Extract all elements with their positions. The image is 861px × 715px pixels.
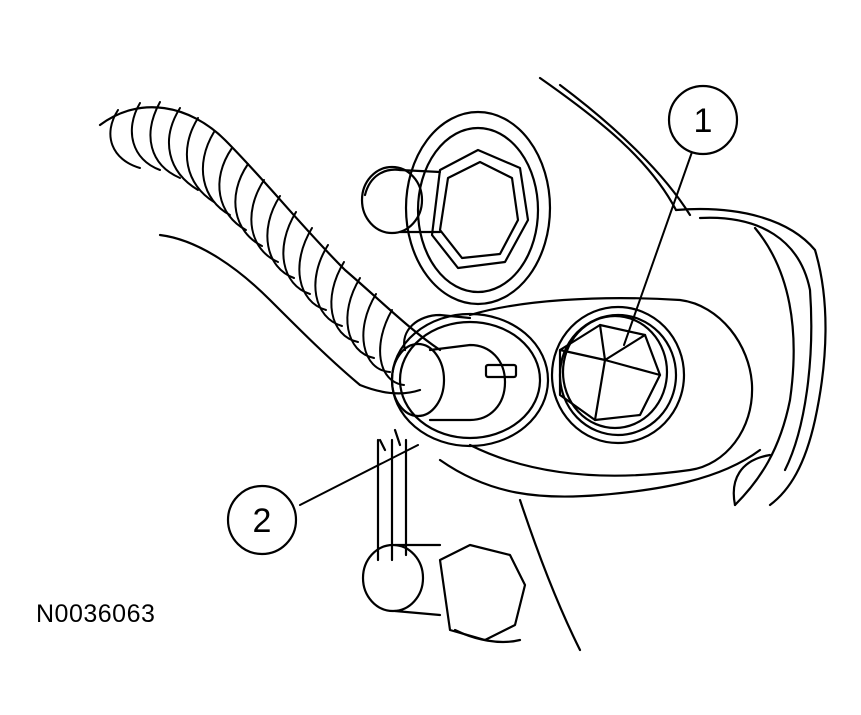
sensor-body xyxy=(376,312,550,562)
retaining-bolt xyxy=(550,305,686,445)
cable-harness xyxy=(98,101,442,395)
upper-mounting-bolt xyxy=(360,110,552,306)
leader-line-2 xyxy=(299,444,419,506)
housing-outline xyxy=(438,76,827,652)
callout-2-label: 2 xyxy=(253,502,272,540)
bracket-arm xyxy=(468,297,754,477)
callout-2: 2 xyxy=(226,484,298,556)
callout-leaders xyxy=(299,151,693,506)
callout-1: 1 xyxy=(667,84,739,156)
lower-mounting-bolt xyxy=(361,543,527,642)
leader-line-1 xyxy=(623,151,693,346)
figure-id-label: N0036063 xyxy=(36,600,156,628)
callout-1-label: 1 xyxy=(694,102,713,140)
